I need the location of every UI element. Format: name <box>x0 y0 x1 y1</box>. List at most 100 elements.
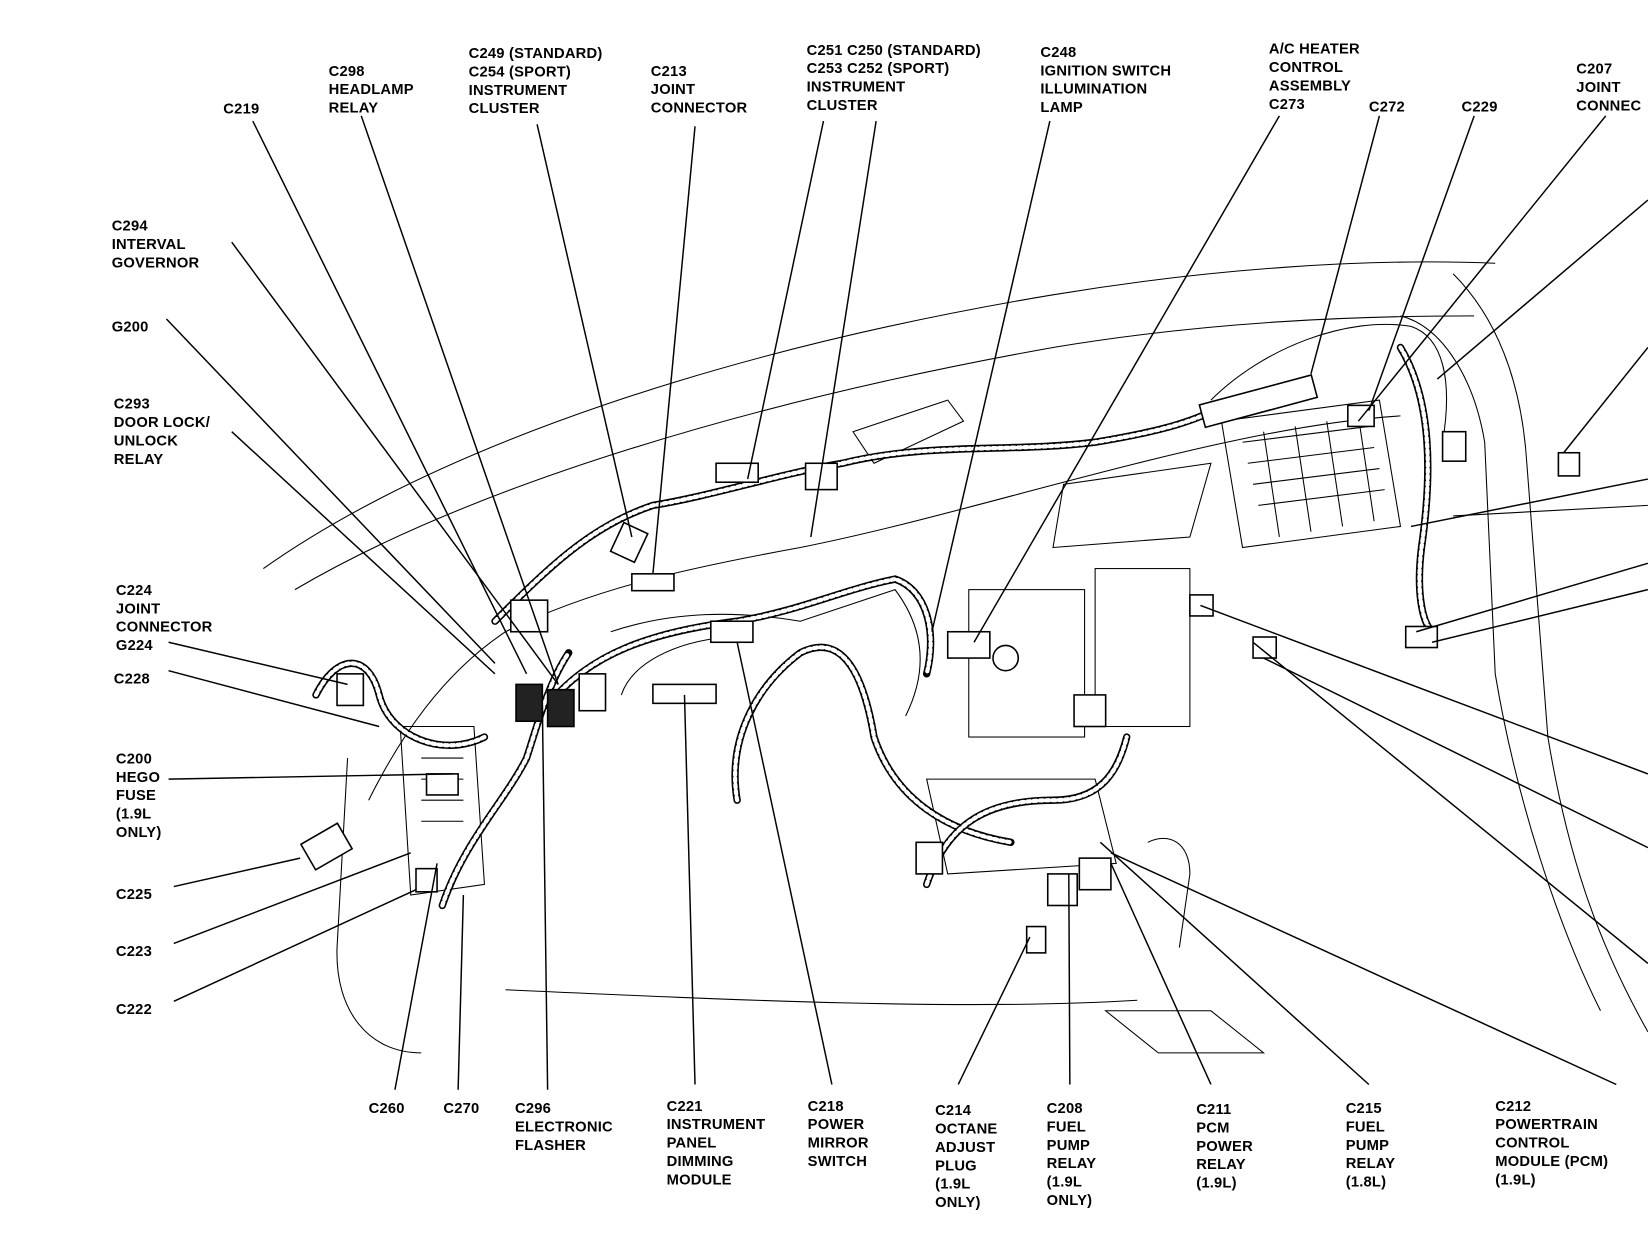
callout-label-line: PANEL <box>667 1136 717 1152</box>
leader-line <box>165 318 496 664</box>
callout-label-line: C293 <box>114 397 150 413</box>
leader-line <box>173 857 301 888</box>
callout-label-line: C273 <box>1269 97 1305 113</box>
callout-label-line: ASSEMBLY <box>1269 79 1351 95</box>
callout-label-line: POWER <box>1196 1139 1253 1155</box>
callout-label-line: C294 <box>112 219 149 235</box>
leader-line <box>1099 841 1370 1086</box>
callout-label-line: RELAY <box>1196 1157 1246 1173</box>
callout-label-line: INTERVAL <box>112 237 186 253</box>
callout-label-line: PUMP <box>1346 1138 1389 1154</box>
leader-line <box>1431 588 1648 643</box>
callout-label-line: C225 <box>116 887 152 903</box>
leader-line <box>1252 641 1648 964</box>
callout-label-line: JOINT <box>1576 80 1620 96</box>
leader-line <box>173 889 417 1002</box>
leader-line <box>360 115 559 685</box>
callout-label-line: ONLY) <box>116 825 162 841</box>
callout-label-c229: C229 <box>1462 100 1498 116</box>
callout-label-line: C222 <box>116 1002 152 1018</box>
callout-label-line: ONLY) <box>1047 1193 1093 1209</box>
callout-label-c228: C228 <box>114 671 150 687</box>
callout-label-line: MIRROR <box>808 1136 869 1152</box>
callout-label-line: C296 <box>515 1101 551 1117</box>
callout-label-line: MODULE (PCM) <box>1495 1154 1608 1170</box>
callout-label-line: RELAY <box>1047 1156 1097 1172</box>
callout-label-line: DOOR LOCK/ <box>114 415 210 431</box>
callout-label-line: CONNECTOR <box>116 620 213 636</box>
leader-line <box>541 705 549 1090</box>
leader-line <box>931 120 1051 632</box>
callout-label-line: C253 C252 (SPORT) <box>807 61 950 77</box>
dashboard-outline-drawing <box>263 261 1648 1054</box>
callout-label-line: (1.9L) <box>1196 1176 1237 1192</box>
callout-label-line: C215 <box>1346 1101 1382 1117</box>
callout-label-line: C207 <box>1576 62 1612 78</box>
callout-label-line: UNLOCK <box>114 433 178 449</box>
callout-label-line: MODULE <box>667 1173 732 1189</box>
leader-line <box>736 642 833 1085</box>
callout-label-c222: C222 <box>116 1002 152 1018</box>
leader-line <box>746 120 825 480</box>
leader-line <box>1436 199 1648 380</box>
callout-label-line: C219 <box>223 102 259 118</box>
callout-label-line: C214 <box>935 1103 972 1119</box>
callout-label-line: CLUSTER <box>469 101 540 117</box>
leader-line <box>1368 115 1475 411</box>
leader-line <box>957 936 1031 1085</box>
leader-lines <box>165 115 1648 1090</box>
callout-label-line: C212 <box>1495 1099 1531 1115</box>
callout-label-line: ONLY) <box>935 1195 981 1211</box>
callout-label-line: (1.9L <box>116 807 151 823</box>
callout-label-line: FUSE <box>116 788 156 804</box>
callout-label-line: FUEL <box>1047 1119 1086 1135</box>
leader-line <box>1110 852 1617 1086</box>
callout-label-line: CONNEC <box>1576 99 1641 115</box>
callout-label-line: IGNITION SWITCH <box>1040 63 1171 79</box>
callout-label-line: FLASHER <box>515 1138 586 1154</box>
callout-label-line: C272 <box>1369 100 1405 116</box>
callout-label-line: CONNECTOR <box>651 101 748 117</box>
callout-label-line: RELAY <box>329 101 379 117</box>
callout-label-c272: C272 <box>1369 100 1405 116</box>
callout-label-line: CONTROL <box>1269 60 1343 76</box>
leader-line <box>168 641 348 686</box>
callout-label-c225: C225 <box>116 887 152 903</box>
callout-label-line: GOVERNOR <box>112 255 200 271</box>
callout-label-line: JOINT <box>651 82 695 98</box>
leader-line <box>394 863 438 1090</box>
callout-label-line: INSTRUMENT <box>807 80 906 96</box>
callout-label-line: HEADLAMP <box>329 82 414 98</box>
callout-label-line: POWER <box>808 1117 865 1133</box>
leader-line <box>536 124 633 538</box>
callout-label-line: RELAY <box>1346 1156 1396 1172</box>
leader-line <box>1563 346 1648 454</box>
callout-label-c260: C260 <box>369 1101 405 1117</box>
callout-label-g200: G200 <box>112 320 149 336</box>
leader-line <box>1416 562 1648 633</box>
callout-label-line: C254 (SPORT) <box>469 64 571 80</box>
callout-label-line: POWERTRAIN <box>1495 1117 1598 1133</box>
callout-label-line: JOINT <box>116 601 160 617</box>
leader-line <box>1410 478 1648 528</box>
callout-label-line: C221 <box>667 1099 703 1115</box>
callout-label-c223: C223 <box>116 944 152 960</box>
leader-line <box>1357 115 1607 422</box>
callout-label-line: FUEL <box>1346 1119 1385 1135</box>
callout-label-line: C251 C250 (STANDARD) <box>807 43 981 59</box>
callout-label-line: (1.9L <box>935 1177 970 1193</box>
leader-line <box>652 126 696 574</box>
